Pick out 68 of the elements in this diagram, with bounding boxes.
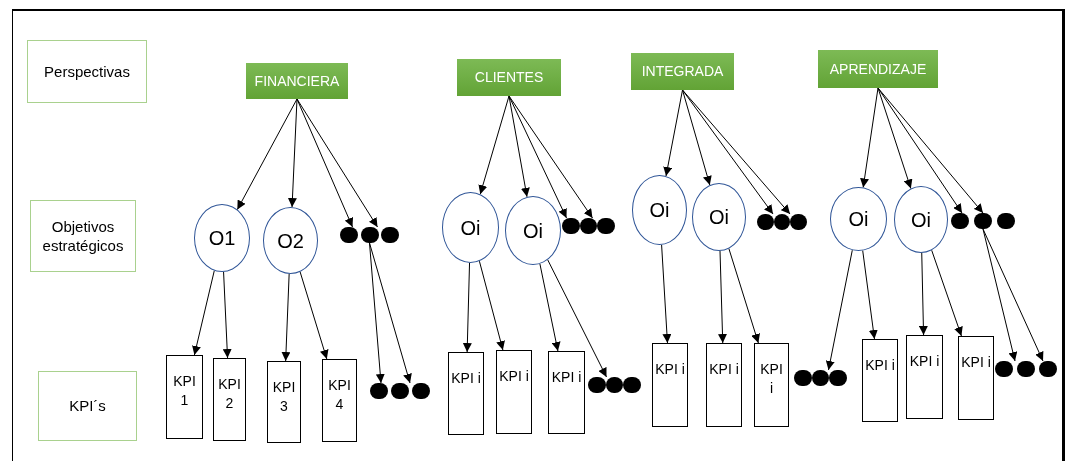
arrow (508, 95, 530, 198)
ellipsis-dots (794, 370, 847, 386)
arrow (982, 228, 1018, 362)
arrow (682, 89, 791, 215)
kpi-box: KPI i (652, 343, 688, 427)
kpi-box: KPI i (958, 336, 994, 420)
arrow (718, 250, 727, 344)
ellipsis-dots (995, 361, 1057, 377)
arrow (728, 248, 760, 344)
arrow (222, 271, 232, 359)
objective-circle: Oi (632, 175, 687, 245)
arrow (931, 249, 963, 337)
kpi-box: KPI 1 (166, 355, 203, 439)
arrow (236, 98, 298, 211)
ellipsis-dots (951, 213, 1015, 229)
objective-circle: Oi (830, 187, 887, 251)
kpi-box: KPI 4 (322, 359, 357, 442)
arrow (918, 252, 928, 336)
arrow (369, 242, 412, 384)
perspective-box: FINANCIERA (246, 63, 348, 99)
arrow (478, 95, 510, 195)
arrow (192, 270, 215, 356)
arrow (661, 244, 672, 344)
arrow (682, 89, 712, 186)
ellipsis-dots (588, 377, 641, 393)
arrow (663, 89, 683, 177)
objective-circle: Oi (894, 186, 948, 253)
perspective-box: INTEGRADA (631, 53, 734, 90)
objective-circle: Oi (442, 192, 499, 263)
perspective-box: CLIENTES (457, 59, 561, 96)
arrow (547, 259, 607, 378)
kpi-box: KPI i (448, 352, 484, 435)
kpi-box: KPI i (548, 351, 585, 434)
ellipsis-dots (562, 218, 615, 234)
perspective-box: APRENDIZAJE (818, 50, 938, 88)
kpi-box: KPI 3 (267, 361, 301, 443)
arrow (982, 228, 1044, 362)
arrow (299, 271, 329, 360)
objective-circle: Oi (692, 183, 746, 251)
ellipsis-dots (340, 227, 399, 243)
objective-circle: Oi (505, 196, 561, 265)
row-label-box: KPI´s (38, 371, 137, 441)
arrow (478, 260, 505, 351)
arrow (877, 87, 913, 189)
arrow (369, 242, 385, 384)
arrow (860, 87, 879, 188)
kpi-box: KPI i (862, 339, 898, 422)
objective-circle: O2 (263, 207, 318, 274)
arrow (508, 95, 593, 219)
ellipsis-dots (370, 383, 430, 399)
arrow (296, 98, 378, 228)
objective-circle: O1 (194, 204, 250, 272)
ellipsis-dots (757, 214, 807, 230)
kpi-box: KPI i (754, 343, 789, 427)
kpi-box: KPI 2 (213, 358, 246, 441)
row-label-box: Objetivos estratégicos (30, 200, 136, 272)
arrow (281, 273, 291, 362)
kpi-box: KPI i (906, 335, 943, 419)
arrow (462, 262, 472, 353)
kpi-box: KPI i (496, 350, 532, 434)
arrow (877, 87, 963, 214)
arrow (539, 263, 561, 352)
arrow (825, 249, 853, 371)
row-label-box: Perspectivas (27, 40, 147, 103)
arrow (877, 87, 984, 214)
arrow (862, 250, 878, 340)
arrow (287, 98, 298, 208)
kpi-box: KPI i (706, 343, 742, 427)
